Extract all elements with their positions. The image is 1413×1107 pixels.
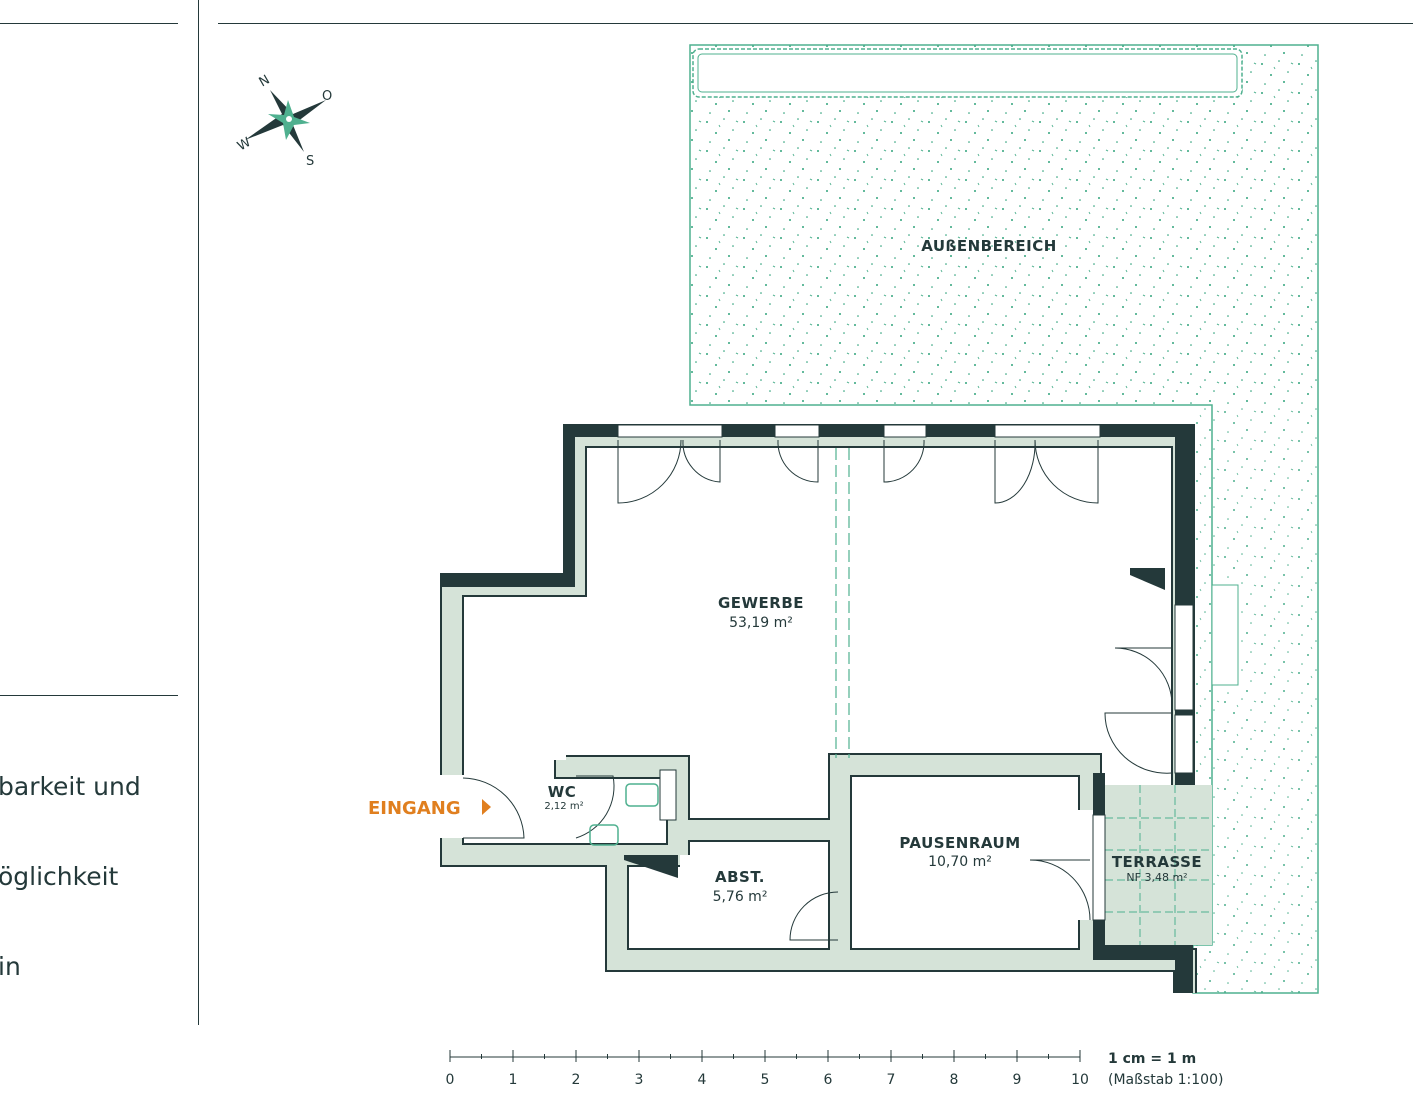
sidebar-mid-divider [0,695,178,696]
room-abst-area: 5,76 m² [713,889,768,905]
room-gewerbe-area: 53,19 m² [729,615,793,631]
scale-tick-label: 8 [950,1072,959,1088]
plan-top-divider [218,23,1413,24]
scale-title: 1 cm = 1 m [1108,1051,1196,1067]
room-terrasse-name: TERRASSE [1112,853,1202,871]
scale-tick-label: 7 [887,1072,896,1088]
doors[interactable] [462,439,1173,941]
sink-icon [589,824,619,846]
room-gewerbe-name: GEWERBE [718,594,804,612]
compass-o: O [322,89,332,104]
hedge [692,48,1243,98]
room-wc-name: WC [548,783,577,801]
scale-subtitle: (Maßstab 1:100) [1108,1072,1223,1088]
compass-n: N [257,72,273,90]
compass-icon: N O S W [235,72,332,169]
toilet-icon [625,783,659,807]
sidebar-text-1: barkeit und [0,772,141,801]
outdoor-area-north [690,45,1318,405]
scale-tick-label: 6 [824,1072,833,1088]
sidebar-top-divider [0,23,178,24]
sidebar-vertical-divider [198,0,199,1025]
terrace-grid [1105,785,1212,945]
compass-s: S [306,154,314,169]
scale-bar: 0 1 2 3 4 5 6 7 8 9 10 [446,1050,1089,1088]
scale-tick-label: 9 [1013,1072,1022,1088]
balcony-projection [1211,584,1239,686]
room-pausenraum-area: 10,70 m² [928,854,992,870]
building-floor [441,425,1193,993]
compass-w: W [235,135,254,154]
sidebar-text-2: öglichkeit [0,862,119,891]
partition-line [835,448,850,758]
room-abst-name: ABST. [715,868,765,886]
scale-tick-label: 10 [1071,1072,1089,1088]
windows[interactable] [617,424,1194,921]
room-aussen-name: AUßENBEREICH [921,237,1057,255]
room-terrasse-area: NF 3,48 m² [1126,871,1187,884]
scale-tick-label: 3 [635,1072,644,1088]
scale-tick-label: 5 [761,1072,770,1088]
scale-tick-label: 1 [509,1072,518,1088]
hedge-inner [697,53,1238,93]
room-wc-area: 2,12 m² [544,801,583,812]
wc-storage [659,769,677,821]
terrace [1105,785,1212,945]
scale-tick-label: 2 [572,1072,581,1088]
room-pausenraum-name: PAUSENRAUM [899,834,1020,852]
scale-tick-label: 0 [446,1072,455,1088]
entrance-label: EINGANG [368,798,461,819]
scale-tick-label: 4 [698,1072,707,1088]
sidebar-text-3: in [0,952,21,981]
entrance-arrow-icon [482,799,491,815]
